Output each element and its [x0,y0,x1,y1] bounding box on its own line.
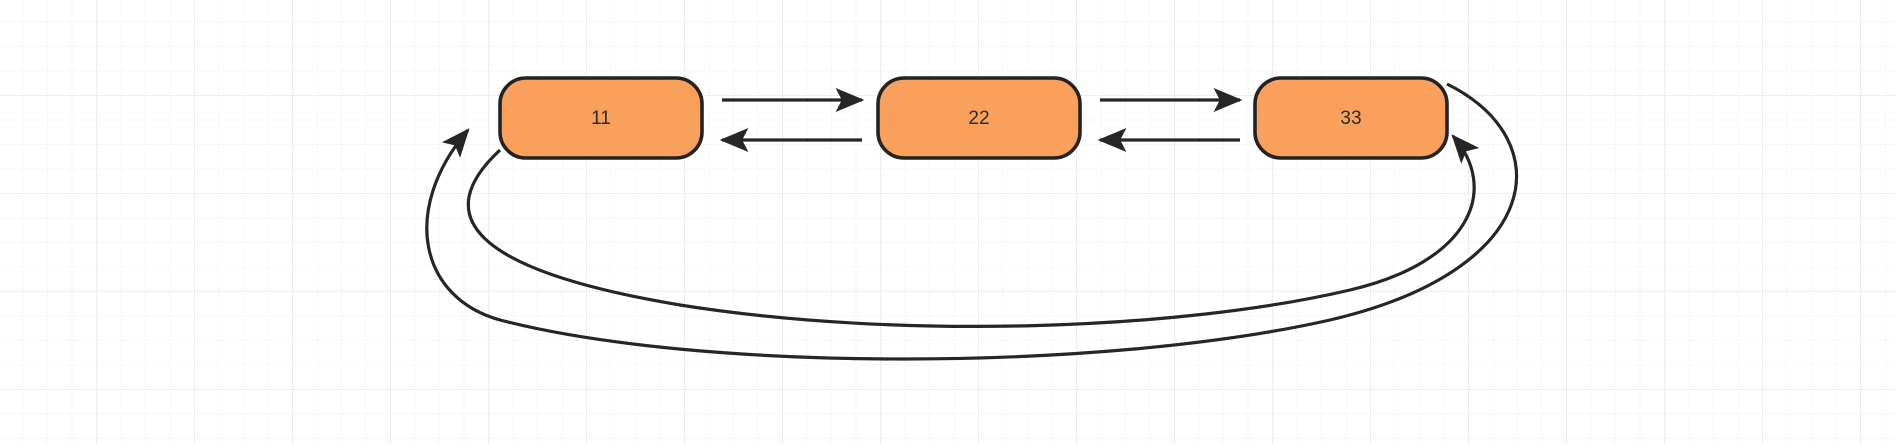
edge-33-to-11[interactable] [425,82,1519,361]
node-22-label: 22 [968,108,989,129]
node-11[interactable]: 11 [498,76,704,160]
node-11-label: 11 [591,108,611,129]
edge-11-to-33[interactable] [466,134,1480,328]
node-33-label: 33 [1340,108,1361,129]
node-22[interactable]: 22 [876,76,1082,160]
node-22-shape[interactable] [876,76,1082,160]
node-11-shape[interactable] [498,76,704,160]
node-33[interactable]: 33 [1253,76,1449,160]
node-33-shape[interactable] [1253,76,1449,160]
